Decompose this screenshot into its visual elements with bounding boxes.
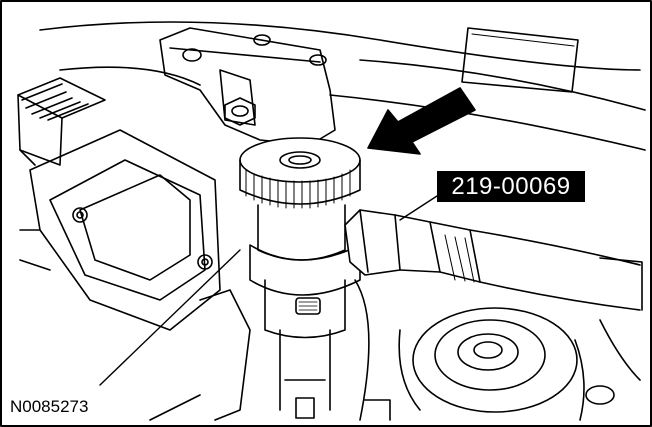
- upper-plate: [461, 27, 579, 93]
- lower-structure: [149, 279, 391, 421]
- upper-mount-bracket: [159, 27, 336, 146]
- figure-id: N0085273: [10, 397, 91, 417]
- leader-line: [99, 249, 241, 386]
- hose-fitting: [344, 209, 643, 311]
- left-bracket: [19, 129, 221, 331]
- upper-panel-lines: [39, 21, 646, 151]
- left-grille: [17, 77, 106, 166]
- tool-callout-label: 219-00069: [437, 171, 585, 202]
- strut-mount: [398, 307, 641, 421]
- knurled-knob: [239, 137, 361, 209]
- tool-body: [249, 204, 361, 419]
- callout-leader: [399, 195, 438, 221]
- pointer-arrow-icon: [367, 87, 476, 155]
